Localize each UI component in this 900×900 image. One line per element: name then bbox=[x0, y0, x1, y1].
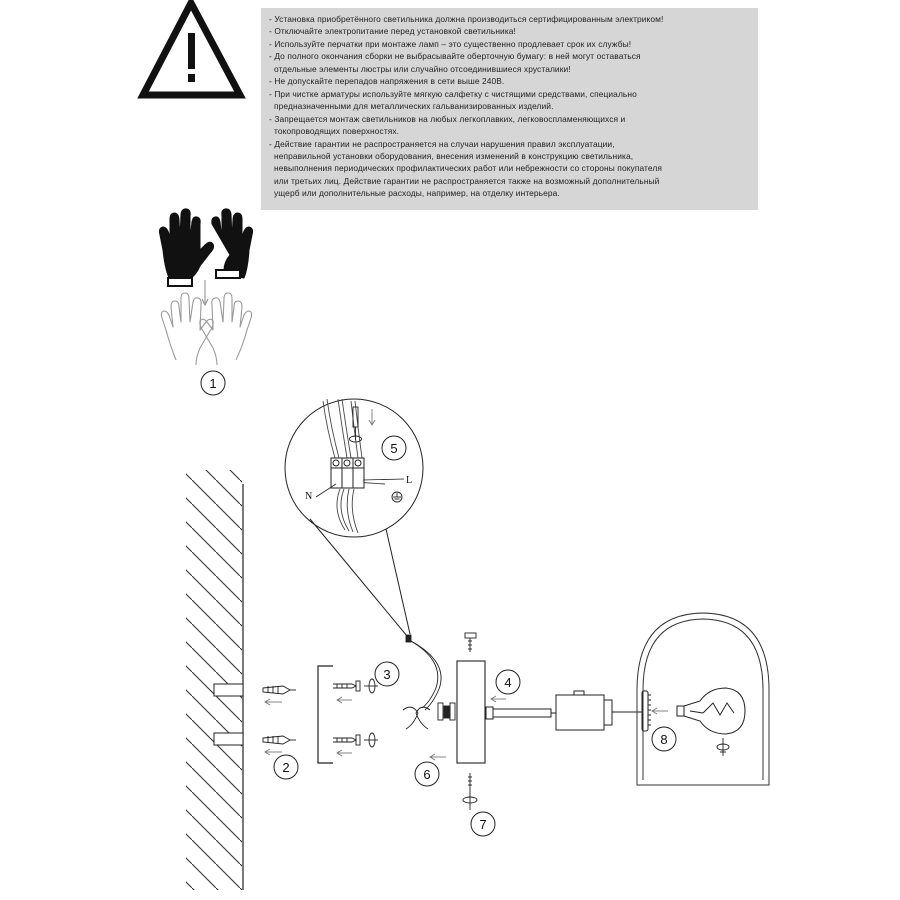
down-arrow-icon bbox=[368, 409, 376, 426]
step-number: 3 bbox=[383, 667, 390, 682]
step-number: 1 bbox=[209, 376, 216, 391]
step-marker-2: 2 bbox=[273, 754, 299, 780]
base-plate bbox=[456, 660, 486, 764]
warning-line: - Установка приобретённого светильника д… bbox=[269, 14, 664, 24]
step-number: 4 bbox=[504, 675, 511, 690]
screw bbox=[333, 680, 361, 746]
warning-line: неправильной установки оборудования, вне… bbox=[274, 150, 634, 161]
warning-line: - Не допускайте перепадов напряжения в с… bbox=[269, 76, 505, 87]
gloves-icon bbox=[158, 208, 254, 287]
step-marker-1: 1 bbox=[200, 370, 226, 396]
step-number: 7 bbox=[479, 817, 486, 832]
mounting-ring bbox=[641, 690, 651, 732]
warning-triangle-icon bbox=[137, 0, 246, 99]
supply-wires bbox=[405, 634, 442, 711]
step-marker-5: 5 bbox=[381, 435, 407, 461]
ground-symbol-icon bbox=[391, 491, 403, 503]
step-marker-6: 6 bbox=[414, 761, 440, 787]
warning-line: - До полного окончания сборки не выбрасы… bbox=[269, 51, 641, 62]
left-arrow-icon bbox=[264, 698, 282, 756]
step-marker-3: 3 bbox=[374, 661, 400, 687]
warning-line: предназначенными для металлических гальв… bbox=[274, 101, 554, 112]
warning-panel: - Установка приобретённого светильника д… bbox=[261, 8, 758, 210]
neutral-wire-label: N bbox=[305, 491, 312, 502]
step-number: 5 bbox=[390, 441, 397, 456]
warning-line: - Действие гарантии не распространяется … bbox=[269, 138, 615, 149]
lamp-socket bbox=[555, 690, 642, 731]
left-arrow-icon bbox=[429, 695, 506, 761]
wiring-detail: N L bbox=[284, 398, 424, 637]
step-number: 8 bbox=[660, 732, 667, 747]
warning-list: - Установка приобретённого светильника д… bbox=[269, 13, 752, 200]
step-marker-7: 7 bbox=[470, 811, 496, 837]
warning-line: - Запрещается монтаж светильников на люб… bbox=[269, 113, 626, 124]
step-marker-8: 8 bbox=[651, 726, 677, 752]
warning-line: отдельные элементы люстры или случайно о… bbox=[274, 63, 571, 74]
mounting-bracket bbox=[317, 665, 333, 764]
wall bbox=[186, 470, 244, 890]
step-marker-4: 4 bbox=[495, 669, 521, 695]
warning-line: токопроводящих поверхностях. bbox=[274, 126, 400, 137]
left-arrow-icon bbox=[336, 696, 352, 757]
warning-line: - При чистке арматуры используйте мягкую… bbox=[269, 88, 637, 99]
live-wire-label: L bbox=[406, 475, 412, 486]
screwdriver-tip-icon bbox=[364, 678, 378, 748]
step-number: 6 bbox=[423, 767, 430, 782]
left-arrow-icon bbox=[651, 707, 668, 715]
bare-hands-icon bbox=[160, 292, 253, 366]
down-arrow-icon bbox=[201, 280, 209, 307]
light-bulb-icon bbox=[676, 687, 746, 735]
warning-line: - Используйте перчатки при монтаже ламп … bbox=[269, 38, 632, 49]
warning-line: невыполнения периодических профилактичес… bbox=[274, 163, 662, 174]
lamp-arm bbox=[485, 706, 556, 720]
step-number: 2 bbox=[282, 760, 289, 775]
warning-line: или третьих лиц. Действие гарантии не ра… bbox=[274, 175, 660, 186]
wire-clamp-icon bbox=[402, 702, 456, 730]
wall-plug bbox=[262, 685, 296, 745]
warning-line: - Отключайте электропитание перед устано… bbox=[269, 26, 516, 37]
screw bbox=[716, 738, 730, 756]
screw bbox=[462, 632, 478, 810]
warning-line: ущерб или дополнительные расходы, наприм… bbox=[274, 188, 560, 199]
glass-shade bbox=[636, 612, 770, 786]
